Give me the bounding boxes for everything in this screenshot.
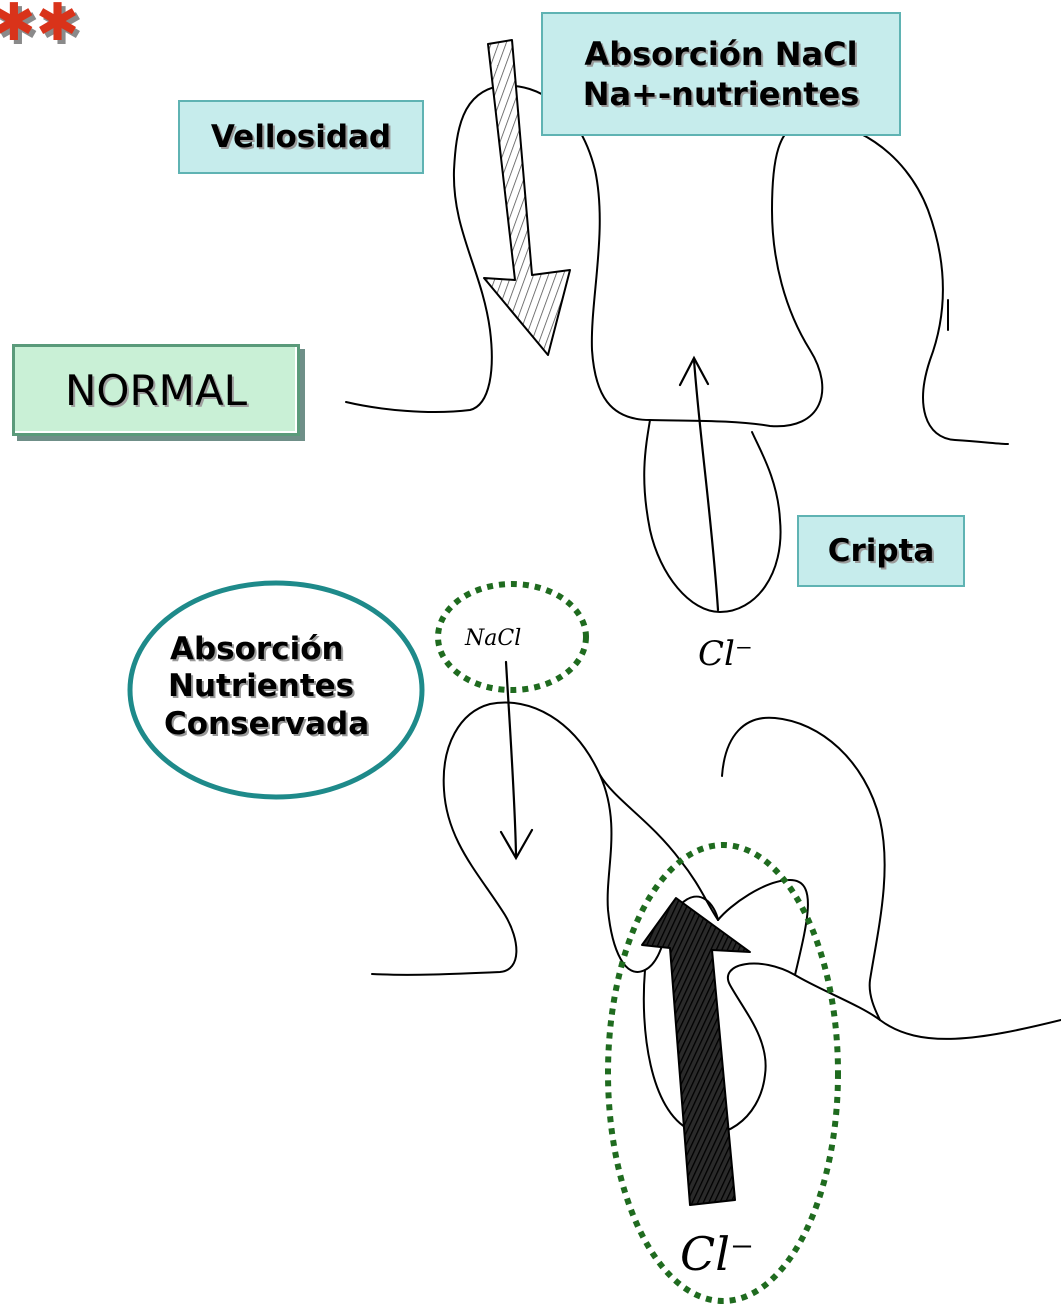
normal-state-label: NORMAL [12,344,300,436]
secretion-up-arrow-normal [680,358,718,610]
cl-ion-bottom: Cl⁻ [680,1227,754,1281]
nutrient-absorption-text: Absorción Nutrientes Conservada [150,607,410,767]
villus-label-text: Vellosidad [211,118,391,157]
villus-label: Vellosidad [178,100,424,174]
absorption-label-line2: Na+-nutrientes [583,74,860,114]
nacl-handwritten: NaCl [464,626,521,651]
cl-ion-top: Cl⁻ [698,634,753,674]
stars-decoration: ✱✱ ✱✱ [0,0,83,57]
crypt-label: Cripta [797,515,965,587]
oval-line-3: Conservada [164,706,369,743]
oval-line-1: Absorción [170,631,344,668]
oval-line-2: Nutrientes [168,668,354,705]
normal-state-text: NORMAL [65,366,247,415]
svg-text:✱✱: ✱✱ [0,0,79,53]
secretion-up-arrow-enhanced [642,898,750,1205]
absorption-label: Absorción NaCl Na+-nutrientes [541,12,901,136]
crypt-label-text: Cripta [828,532,935,571]
absorption-label-line1: Absorción NaCl [584,34,857,74]
